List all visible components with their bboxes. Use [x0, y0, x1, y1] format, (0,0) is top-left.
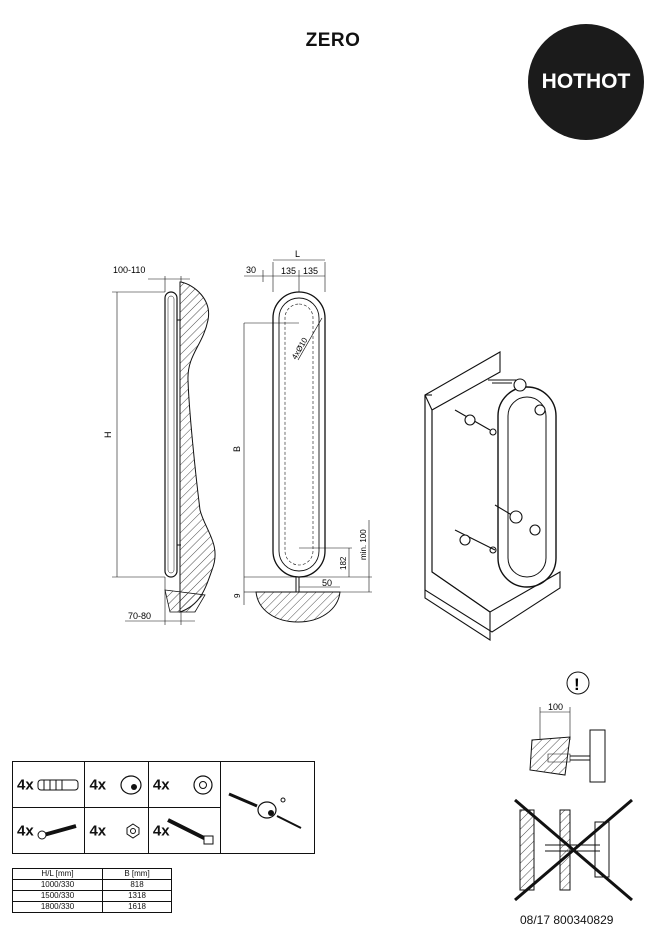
part-qty: 4x: [17, 776, 34, 793]
size-hl: 1000/330: [12, 879, 103, 891]
part-cell: 4x: [147, 761, 222, 808]
part-cell: 4x: [11, 761, 86, 808]
installation-3d-view: [424, 351, 561, 642]
sizes-table: H/L [mm] B [mm] 1000/330 818 1500/330 13…: [12, 868, 172, 913]
table-row: 1000/330 818: [12, 879, 172, 891]
document-code: 08/17 800340829: [520, 913, 614, 927]
front-bottom-label: 182: [339, 556, 348, 570]
lag-screw-icon: [167, 817, 214, 844]
warning-detail: [514, 671, 633, 902]
side-top-gap-label: 100-110: [113, 265, 145, 275]
parts-list: 4x 4x 4x: [11, 761, 315, 854]
sizes-header: B [mm]: [102, 868, 172, 880]
sizes-header: H/L [mm]: [12, 868, 103, 880]
part-cell: 4x: [84, 807, 149, 854]
front-floor-offset-label: 50: [322, 578, 332, 588]
side-bottom-gap-label: 70-80: [128, 611, 151, 621]
front-floor-gap-label: 9: [233, 593, 242, 598]
front-width-label: L: [295, 249, 300, 259]
part-qty: 4x: [17, 822, 34, 839]
wall-plug-icon: [37, 779, 79, 790]
assembly-cell: [220, 761, 315, 854]
size-b: 818: [102, 879, 172, 891]
front-view: [243, 259, 372, 623]
front-tube-label: 4xØ10: [290, 336, 310, 361]
part-cell: 4x: [84, 761, 149, 808]
part-qty: 4x: [89, 776, 107, 793]
brand-logo: HOTHOT: [528, 24, 644, 140]
size-b: 1618: [102, 901, 172, 913]
bracket-cap-icon: [120, 774, 142, 795]
bolt-icon: [37, 823, 78, 839]
part-qty: 4x: [152, 822, 170, 839]
warning-icon: !: [574, 675, 580, 694]
product-title: ZERO: [305, 30, 361, 51]
part-cell: 4x: [11, 807, 86, 854]
nut-icon: [126, 822, 140, 839]
warning-distance-label: 100: [548, 702, 563, 712]
part-qty: 4x: [89, 822, 107, 839]
table-row: 1500/330 1318: [12, 890, 172, 902]
side-height-label: H: [103, 432, 113, 439]
front-b-label: B: [232, 446, 242, 452]
table-row: 1800/330 1618: [12, 901, 172, 913]
size-hl: 1500/330: [12, 890, 103, 902]
front-half-width-a: 135: [281, 266, 296, 276]
front-offset-label: 30: [246, 265, 256, 275]
side-view: [112, 276, 216, 625]
size-hl: 1800/330: [12, 901, 103, 913]
front-half-width-b: 135: [303, 266, 318, 276]
front-min-label: min. 100: [359, 529, 368, 560]
part-cell: 4x: [147, 807, 222, 854]
size-b: 1318: [102, 890, 172, 902]
assembly-icon: [228, 792, 302, 829]
part-qty: 4x: [152, 776, 170, 793]
washer-icon: [193, 774, 213, 795]
